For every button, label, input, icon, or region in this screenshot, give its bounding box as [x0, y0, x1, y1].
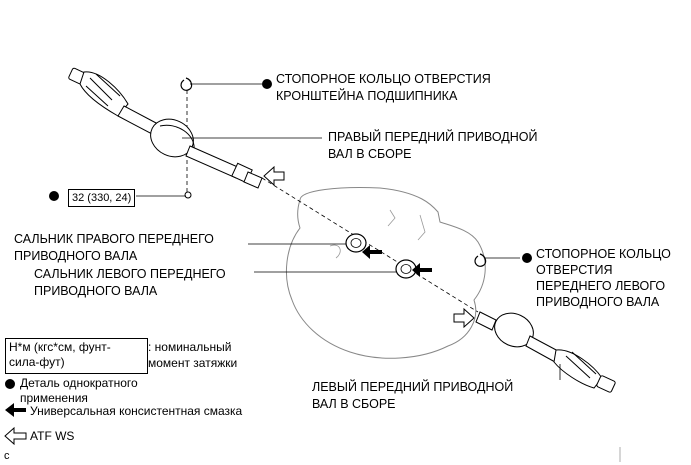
legend-grease-arrow-icon: [5, 403, 26, 417]
legend-atf-arrow-icon: [4, 426, 27, 446]
right-seal-icon: [345, 233, 367, 253]
snap-ring-bracket-icon: [180, 77, 193, 91]
snap-ring-bracket-label-2: КРОНШТЕЙНА ПОДШИПНИКА: [276, 89, 458, 103]
legend-torque-desc-2: момент затяжки: [148, 356, 238, 370]
right-seal-label-1: САЛЬНИК ПРАВОГО ПЕРЕДНЕГО: [14, 232, 214, 246]
snap-ring-bracket-label-1: СТОПОРНОЕ КОЛЬЦО ОТВЕРСТИЯ: [276, 72, 491, 86]
legend-torque-unit-2: сила-фут): [9, 355, 65, 369]
legend-non-reusable-dot-icon: [5, 379, 15, 389]
legend-non-reusable-1: Деталь однократного: [20, 376, 138, 390]
snap-ring-left-icon: [474, 253, 487, 267]
torque-value-box: 32 (330, 24): [68, 189, 136, 207]
left-seal-icon: [395, 259, 417, 279]
legend-non-reusable-2: применения: [20, 391, 88, 405]
non-reusable-dot-icon: [522, 253, 532, 263]
left-shaft-label-2: ВАЛ В СБОРЕ: [312, 397, 396, 411]
right-seal-label-2: ПРИВОДНОГО ВАЛА: [14, 249, 138, 263]
snap-ring-left-label-2: ОТВЕРСТИЯ: [536, 263, 613, 277]
transaxle-case-detail: [329, 209, 426, 259]
transaxle-case-outline: [286, 187, 486, 359]
non-reusable-dot-icon: [262, 79, 272, 89]
grease-arrow-icon: [412, 263, 432, 277]
legend-torque-box: Н*м (кгс*см, фунт- сила-фут): [5, 338, 148, 374]
legend-atf-label: ATF WS: [30, 429, 75, 443]
right-shaft-label-1: ПРАВЫЙ ПЕРЕДНИЙ ПРИВОДНОЙ: [328, 130, 538, 144]
grease-arrow-icon: [362, 245, 382, 259]
leader-lines: [136, 83, 561, 380]
left-seal-label-2: ПРИВОДНОГО ВАЛА: [34, 284, 158, 298]
snap-ring-left-label-3: ПЕРЕДНЕГО ЛЕВОГО: [536, 279, 666, 293]
atf-arrow-icon: [263, 165, 285, 187]
legend-torque-unit-1: Н*м (кгс*см, фунт-: [9, 340, 111, 354]
right-drive-shaft: [68, 67, 263, 189]
snap-ring-left-label-4: ПРИВОДНОГО ВАЛА: [536, 295, 660, 309]
non-reusable-dot-icon: [49, 191, 59, 201]
bolt-icon: [184, 191, 192, 199]
left-shaft-label-1: ЛЕВЫЙ ПЕРЕДНИЙ ПРИВОДНОЙ: [312, 380, 514, 394]
right-shaft-label-2: ВАЛ В СБОРЕ: [328, 147, 412, 161]
legend-torque-desc-1: : номинальный: [148, 340, 232, 354]
snap-ring-left-label-1: СТОПОРНОЕ КОЛЬЦО: [536, 247, 671, 261]
left-drive-shaft: [475, 311, 616, 393]
atf-arrow-icon: [453, 307, 475, 329]
left-seal-label-1: САЛЬНИК ЛЕВОГО ПЕРЕДНЕГО: [34, 267, 226, 281]
corner-mark: c: [4, 450, 10, 462]
legend-grease-label: Универсальная консистентная смазка: [30, 404, 243, 418]
